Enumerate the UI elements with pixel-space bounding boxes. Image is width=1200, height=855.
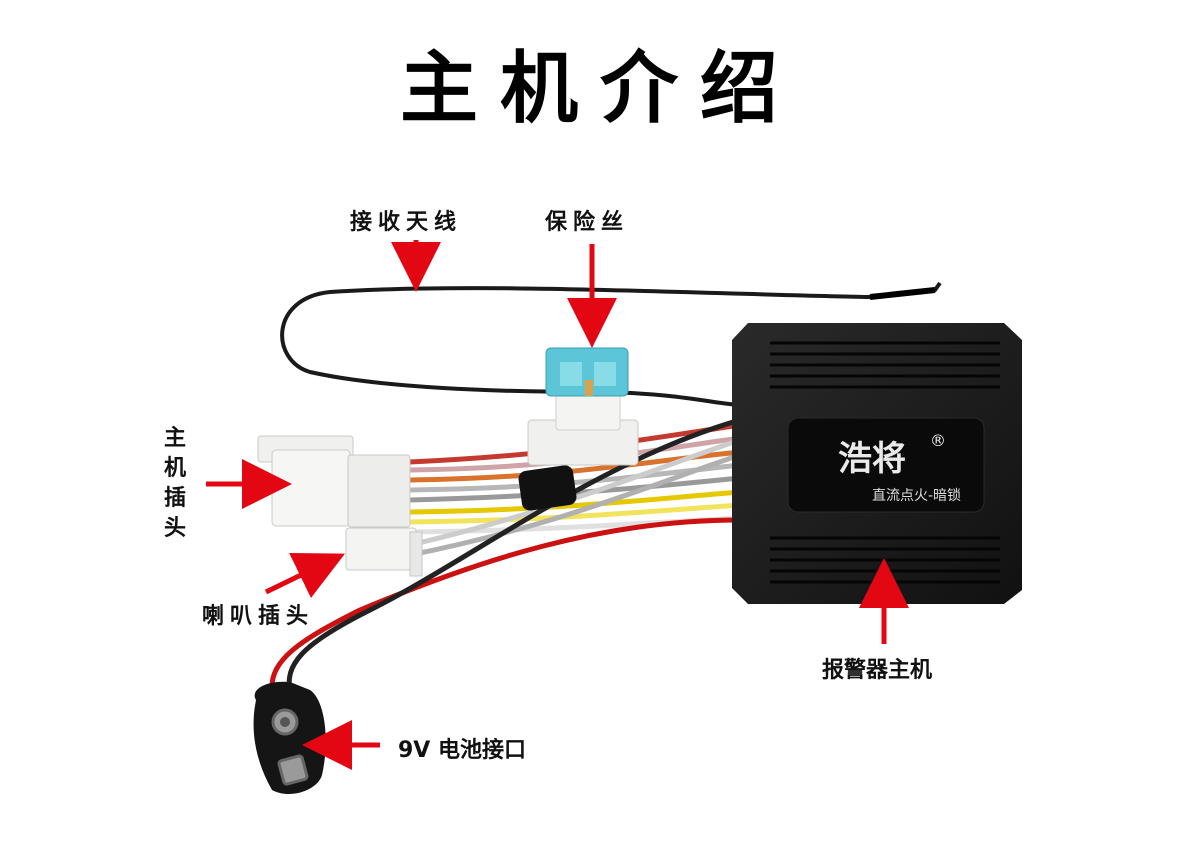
device-brand: 浩将 — [838, 439, 906, 479]
fuse-label: 保险丝 — [545, 210, 630, 235]
wire-harness — [269, 417, 741, 693]
heat-shrink — [518, 465, 577, 511]
horn-plug-arrow — [264, 552, 345, 598]
page-title: 主机介绍 — [399, 44, 800, 134]
horn-plug-shape — [345, 527, 423, 577]
alarm-unit-label: 报警器主机 — [822, 658, 933, 683]
battery-label: 9V 电池接口 — [398, 738, 526, 763]
horn-plug-label: 喇叭插头 — [202, 604, 315, 629]
device-subtitle: 直流点火-暗锁 — [872, 487, 961, 504]
registered-mark: ® — [930, 431, 946, 450]
antenna-label: 接收天线 — [350, 210, 463, 235]
main-plug-label: 主机插头 — [163, 426, 186, 541]
fuse-holder — [527, 347, 639, 466]
alarm-box-shape — [732, 323, 1022, 604]
battery-clip-shape — [253, 681, 326, 795]
